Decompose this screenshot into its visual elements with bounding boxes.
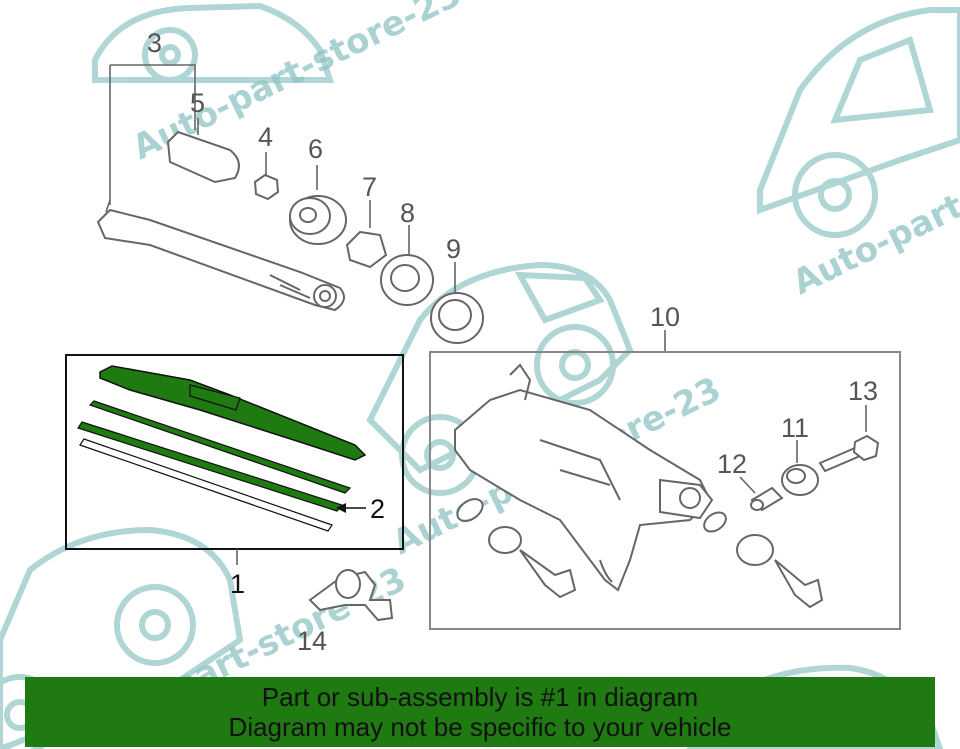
notice-banner: Part or sub-assembly is #1 in diagram Di…	[25, 677, 935, 747]
seal-cap	[345, 200, 388, 269]
callout-6: 6	[308, 134, 323, 164]
motor-bolt-right	[703, 511, 824, 609]
collar	[739, 476, 784, 512]
callout-4: 4	[258, 122, 273, 152]
arm-cap	[166, 118, 240, 184]
callout-8: 8	[400, 198, 415, 228]
rubber-mount	[781, 440, 819, 496]
watermark-car-top-right	[757, 7, 960, 238]
leader-2-arrow	[336, 503, 346, 513]
washer	[380, 225, 434, 306]
wiper-motor	[454, 363, 714, 592]
motor-bolt-left	[456, 498, 577, 599]
notice-line-2: Diagram may not be specific to your vehi…	[228, 712, 732, 742]
bushing	[430, 262, 484, 344]
callout-12: 12	[717, 449, 747, 479]
callout-11: 11	[781, 413, 809, 443]
wiper-blade	[99, 365, 367, 461]
callout-1: 1	[230, 569, 245, 599]
callout-3: 3	[147, 28, 162, 58]
motor-box	[429, 351, 901, 630]
callout-10: 10	[650, 302, 680, 332]
callout-2: 2	[370, 494, 385, 524]
nut	[253, 152, 280, 201]
blade-rubber-insert	[79, 438, 333, 532]
mount-bolt	[818, 405, 880, 473]
grommet	[289, 165, 347, 245]
notice-line-1: Part or sub-assembly is #1 in diagram	[261, 682, 699, 712]
callout-7: 7	[362, 172, 377, 202]
watermark-car-top-left	[92, 2, 335, 83]
callout-9: 9	[446, 234, 461, 264]
callout-5: 5	[190, 88, 205, 118]
wiper-blade-box	[65, 354, 404, 550]
wiper-arm	[96, 64, 345, 312]
connector-clip	[308, 569, 394, 622]
callout-13: 13	[848, 376, 878, 406]
callout-14: 14	[297, 626, 327, 656]
